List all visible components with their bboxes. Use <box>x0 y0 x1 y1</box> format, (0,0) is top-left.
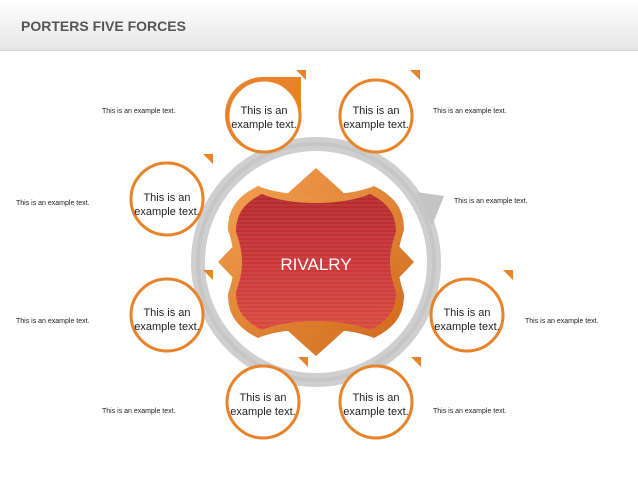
bubble-text-line2: example text. <box>230 406 295 418</box>
force-bubble-top-right: This is an example text. <box>338 70 420 154</box>
bubble-text-line2: example text. <box>231 119 296 131</box>
bubble-text-line2: example text. <box>134 206 199 218</box>
bubble-text-line2: example text. <box>343 119 408 131</box>
bubble-text-line2: example text. <box>434 321 499 333</box>
force-bubble-bottom-left: This is an example text. <box>225 357 308 440</box>
bubble-text-line1: This is an <box>352 392 399 404</box>
title-bar: PORTERS FIVE FORCES <box>0 0 638 51</box>
side-caption: This is an example text. <box>433 108 507 115</box>
bubble-text-line1: This is an <box>240 105 287 117</box>
side-caption: This is an example text. <box>102 408 176 415</box>
page-title: PORTERS FIVE FORCES <box>21 18 186 34</box>
side-caption: This is an example text. <box>16 318 90 325</box>
force-bubble-upper-left: This is an example text. <box>129 154 213 237</box>
bubble-text-line1: This is an <box>239 392 286 404</box>
rivalry-shape: RIVALRY <box>218 168 414 356</box>
side-caption: This is an example text. <box>16 200 90 207</box>
bubble-text-line2: example text. <box>343 406 408 418</box>
force-bubble-lower-left: This is an example text. <box>129 270 213 353</box>
bubble-text-line1: This is an <box>143 307 190 319</box>
bubble-text-line1: This is an <box>352 105 399 117</box>
force-bubble-right: This is an example text. <box>429 270 513 353</box>
side-caption: This is an example text. <box>454 198 528 205</box>
force-bubble-bottom-right: This is an example text. <box>338 357 421 440</box>
bubble-text-line2: example text. <box>134 321 199 333</box>
rivalry-label: RIVALRY <box>280 255 351 274</box>
bubble-text-line1: This is an <box>143 192 190 204</box>
side-caption: This is an example text. <box>433 408 507 415</box>
side-caption: This is an example text. <box>102 108 176 115</box>
force-bubble-top-left: This is an example text. <box>225 70 306 154</box>
cycle-ring <box>191 137 441 387</box>
cycle-arrow-icon <box>416 192 444 226</box>
bubble-text-line1: This is an <box>443 307 490 319</box>
side-caption: This is an example text. <box>525 318 599 325</box>
